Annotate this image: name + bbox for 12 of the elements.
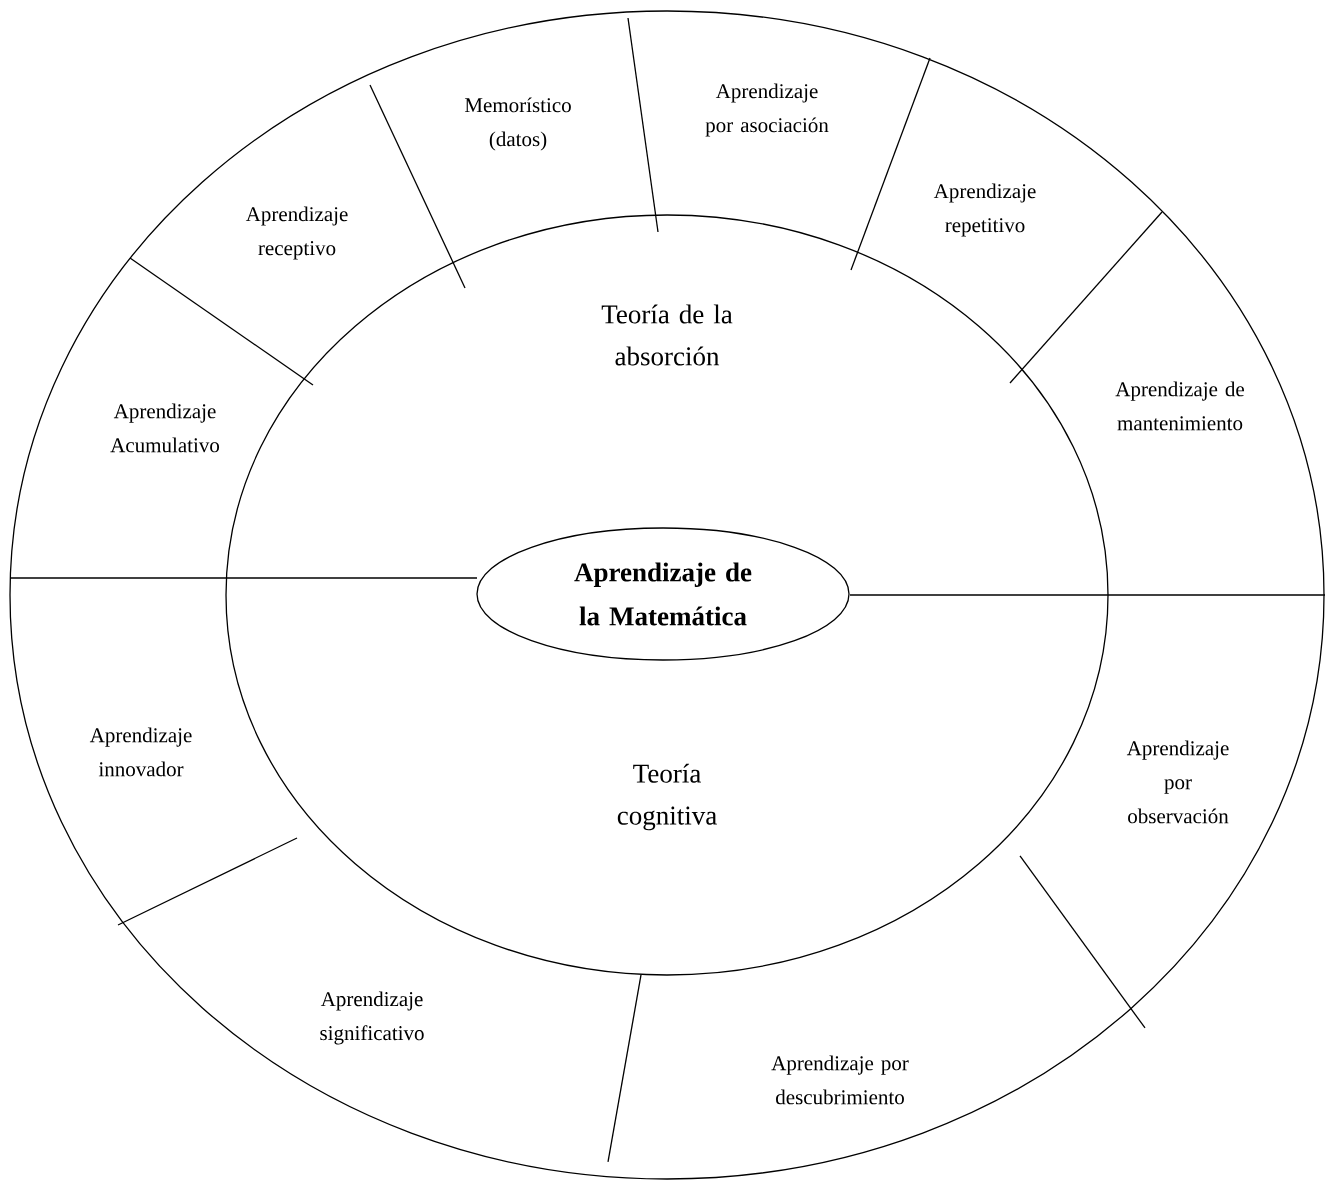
learning-type-label: Aprendizaje repetitivo bbox=[933, 183, 1036, 237]
learning-type-label: Aprendizaje significativo bbox=[320, 991, 424, 1045]
learning-type-label: Aprendizaje por observación bbox=[1126, 740, 1229, 824]
theory-label: Teoría de la absorción bbox=[601, 304, 733, 366]
learning-type-label: Aprendizaje de mantenimiento bbox=[1115, 381, 1244, 431]
learning-type-label: Aprendizaje innovador bbox=[89, 727, 192, 777]
learning-type-label: Aprendizaje por descubrimiento bbox=[771, 1055, 909, 1105]
learning-type-label: Aprendizaje receptivo bbox=[245, 206, 348, 260]
theory-label: Teoría cognitiva bbox=[617, 763, 717, 831]
learning-type-label: Memorístico (datos) bbox=[464, 97, 571, 151]
learning-type-label: Aprendizaje por asociación bbox=[705, 83, 829, 137]
learning-type-label: Aprendizaje Acumulativo bbox=[110, 403, 220, 453]
